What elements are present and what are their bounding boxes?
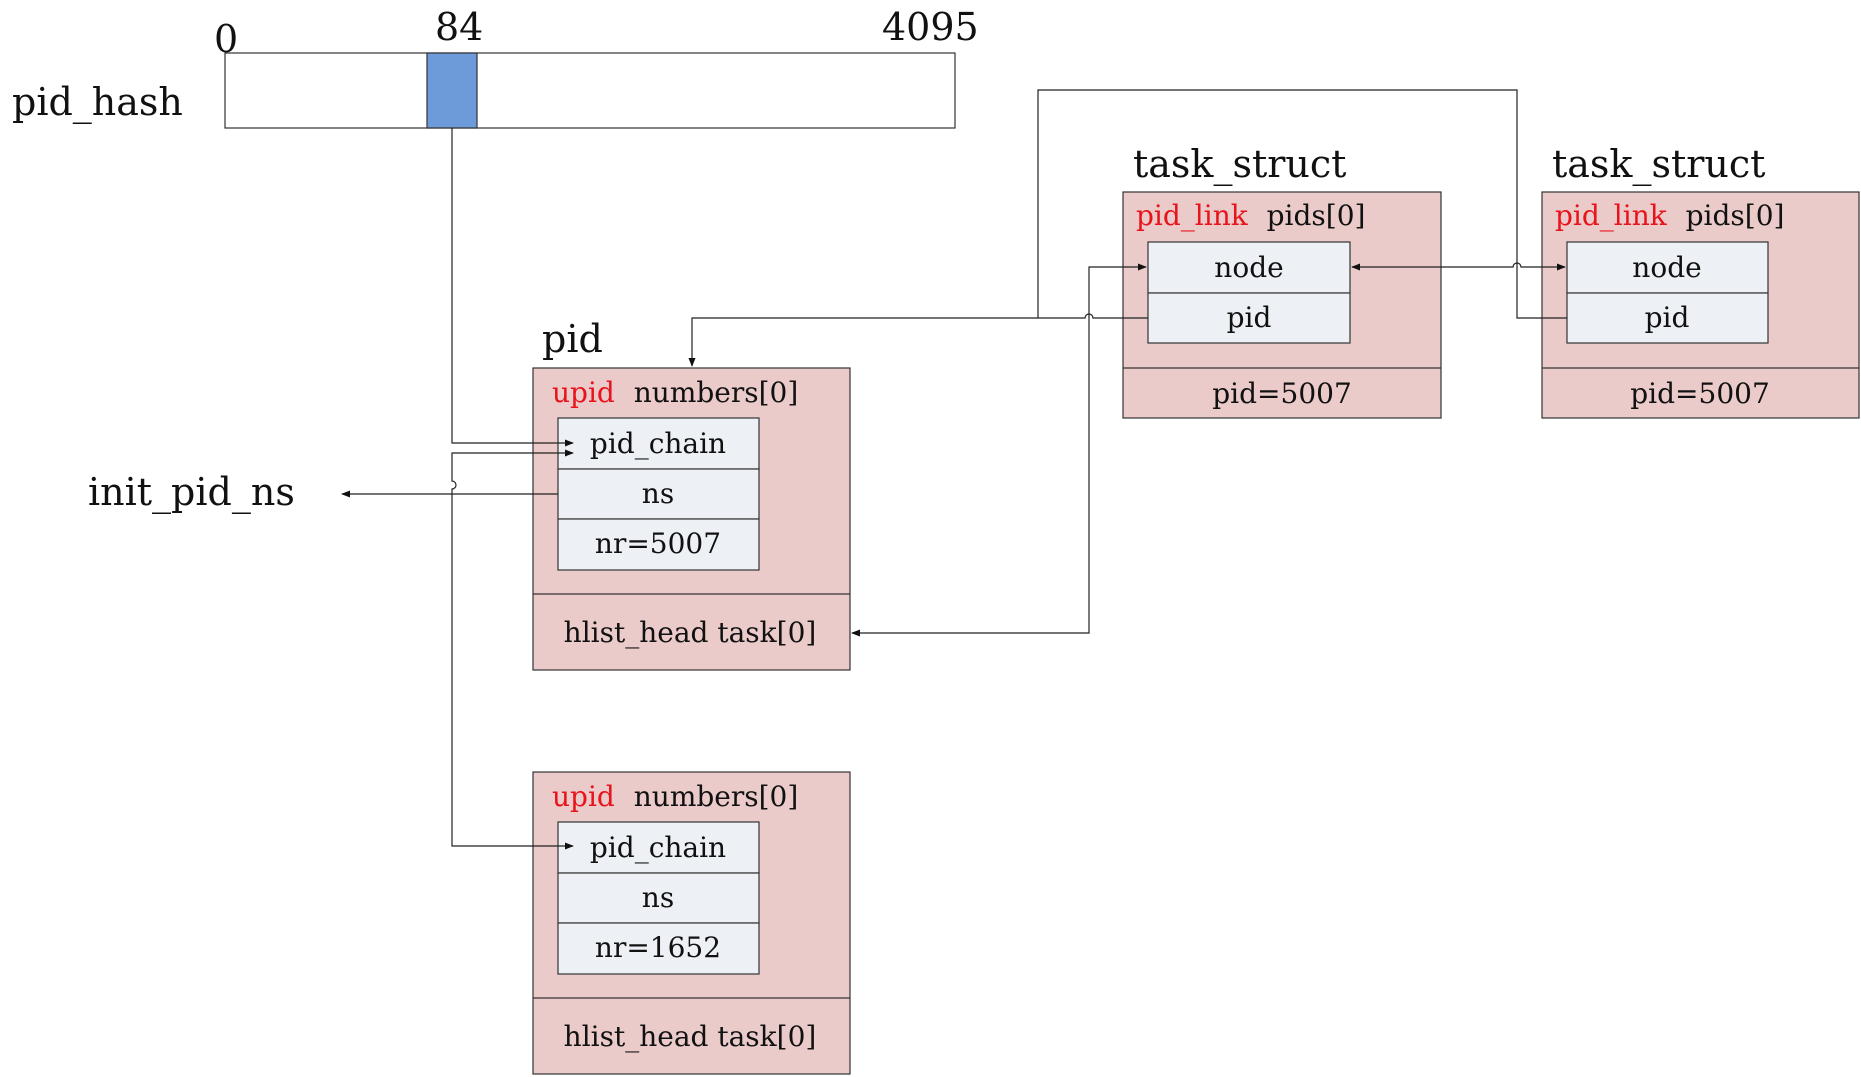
field-ns-label: ns bbox=[642, 881, 674, 914]
pid-hash-bucket-bar bbox=[224, 52, 956, 129]
field-nr bbox=[557, 922, 760, 975]
pid-hash-label: pid_hash bbox=[12, 80, 183, 125]
pid-hash-index-selected: 84 bbox=[435, 5, 483, 49]
field-pid bbox=[1566, 292, 1769, 344]
task-list-to-task1-node-arrow bbox=[851, 263, 1147, 637]
field-pid-label: pid bbox=[1227, 301, 1272, 334]
field-pid-label: pid bbox=[1645, 301, 1690, 334]
numbers-type: upid bbox=[552, 376, 615, 409]
numbers-name: numbers[0] bbox=[634, 376, 799, 409]
task-struct-2: task_struct pid_link pids[0] node pid pi… bbox=[1541, 142, 1860, 419]
field-nr bbox=[557, 518, 760, 571]
field-pid-chain-label: pid_chain bbox=[590, 427, 726, 460]
pids-heading: pid_link pids[0] bbox=[1555, 199, 1784, 232]
pid-hash-selected-bucket bbox=[426, 52, 478, 129]
pid-hash-array: pid_hash 0 84 4095 bbox=[12, 5, 979, 129]
task1-node-to-task2-node-arrow bbox=[1351, 262, 1566, 271]
task1-pid-to-pid-arrow bbox=[688, 313, 1148, 367]
pid-struct-2: upid numbers[0] pid_chain ns nr=1652 hli… bbox=[532, 771, 851, 1075]
task-struct-title: task_struct bbox=[1133, 142, 1346, 187]
task-struct-1: task_struct pid_link pids[0] node pid pi… bbox=[1122, 142, 1442, 419]
pid-struct-title: pid bbox=[542, 317, 603, 361]
task-pid-value: pid=5007 bbox=[1212, 377, 1352, 410]
field-pid-chain bbox=[557, 821, 760, 874]
task-list-head-label: hlist_head task[0] bbox=[564, 616, 817, 649]
numbers-heading: upid numbers[0] bbox=[552, 376, 798, 409]
field-node-label: node bbox=[1214, 251, 1283, 284]
field-node bbox=[1566, 241, 1769, 294]
pids-heading: pid_link pids[0] bbox=[1136, 199, 1365, 232]
pids-name: pids[0] bbox=[1686, 199, 1785, 232]
numbers-type: upid bbox=[552, 780, 615, 813]
numbers-heading: upid numbers[0] bbox=[552, 780, 798, 813]
field-pid bbox=[1147, 292, 1351, 344]
pid-hash-index-end: 4095 bbox=[882, 5, 979, 49]
pids-name: pids[0] bbox=[1267, 199, 1366, 232]
connectors bbox=[341, 89, 1567, 850]
task-list-head-label: hlist_head task[0] bbox=[564, 1020, 817, 1053]
field-pid-chain-label: pid_chain bbox=[590, 831, 726, 864]
field-nr-label: nr=5007 bbox=[595, 527, 721, 560]
field-node-label: node bbox=[1632, 251, 1701, 284]
task-pid-value: pid=5007 bbox=[1630, 377, 1770, 410]
numbers-name: numbers[0] bbox=[634, 780, 799, 813]
hash-bucket-to-pid-chain-arrow bbox=[451, 128, 574, 447]
field-ns bbox=[557, 872, 760, 924]
field-ns bbox=[557, 468, 760, 520]
init-pid-ns-label: init_pid_ns bbox=[88, 470, 295, 515]
pids-type: pid_link bbox=[1555, 199, 1668, 232]
pids-type: pid_link bbox=[1136, 199, 1249, 232]
field-node bbox=[1147, 241, 1351, 294]
task2-pid-to-pid-line bbox=[1037, 89, 1567, 319]
pid-chain-link-arrow bbox=[451, 449, 574, 850]
task-struct-title: task_struct bbox=[1552, 142, 1765, 187]
pid-struct-1: pid upid numbers[0] pid_chain ns nr=5007… bbox=[532, 317, 851, 671]
field-ns-label: ns bbox=[642, 477, 674, 510]
field-nr-label: nr=1652 bbox=[595, 931, 721, 964]
